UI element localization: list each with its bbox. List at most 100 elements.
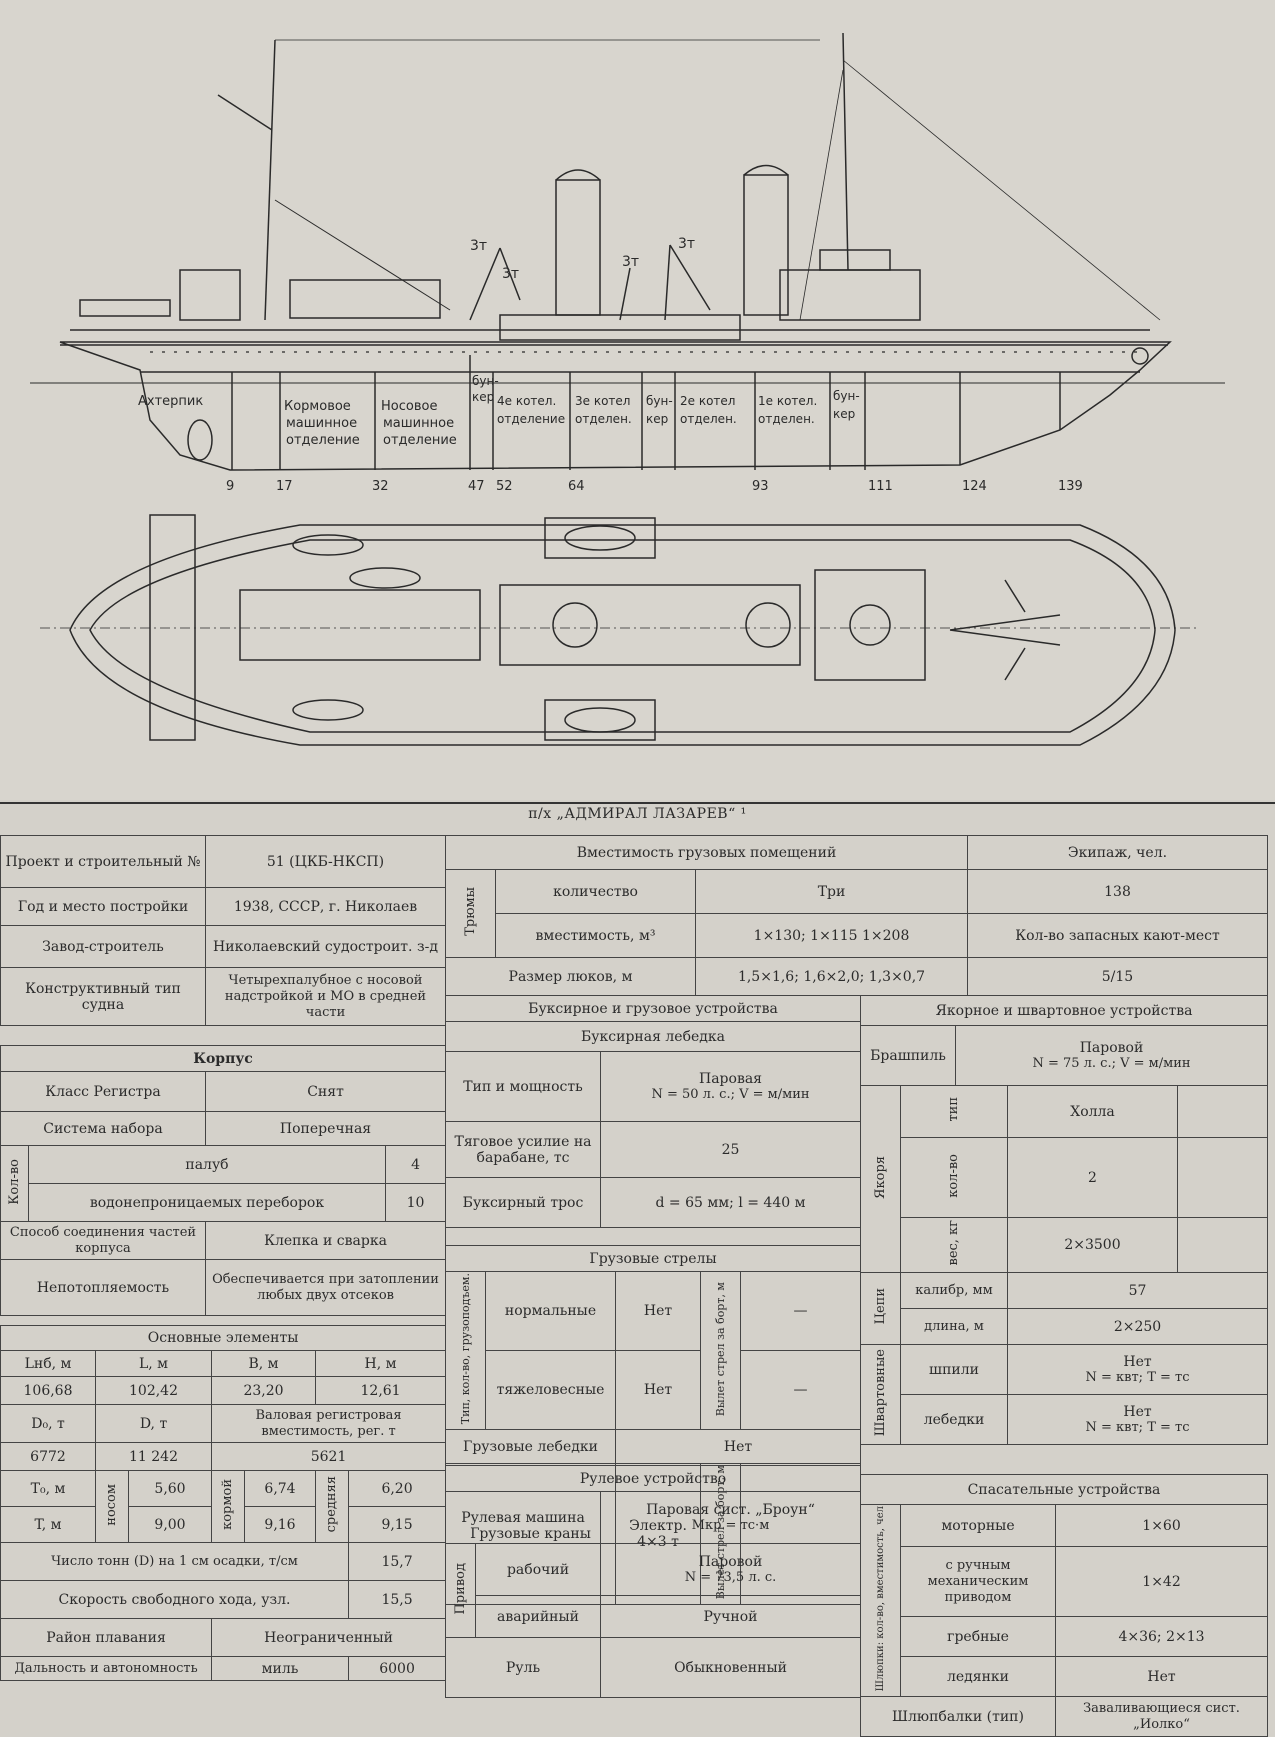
- d0-label: D₀, т: [0, 1404, 96, 1443]
- capstan-label: шпили: [900, 1344, 1008, 1395]
- holds-qty-value: Три: [694, 869, 969, 914]
- spare-label: Кол-во запасных кают-мест: [967, 913, 1268, 958]
- booms-title: Грузовые стрелы: [444, 1245, 862, 1272]
- frame-number: 47: [468, 479, 485, 494]
- booms-side-label: Тип, кол-во, грузоподъем.: [458, 1273, 472, 1425]
- count-label: Кол-во: [6, 1158, 22, 1205]
- anchor-table: Якорное и швартовное устройства Брашпиль…: [859, 995, 1269, 1445]
- drive-emerg-value: Ручной: [600, 1595, 861, 1638]
- anchor-qty-value: 2: [1007, 1137, 1178, 1218]
- capstan-power: N = квт; T = тс: [1085, 1369, 1190, 1385]
- cargo-winches-label: Грузовые лебедки: [445, 1429, 616, 1465]
- bow-label: носом: [104, 1483, 119, 1526]
- year-value: 1938, СССР, г. Николаев: [205, 887, 446, 926]
- range-label: Дальность и автономность: [0, 1656, 212, 1681]
- anchors-label: Якоря: [872, 1155, 888, 1199]
- d-label: D, т: [95, 1404, 212, 1443]
- heavy-value: Нет: [615, 1350, 701, 1431]
- boats-label: Шлюпки: кол-во, вместимость, чел: [874, 1506, 886, 1692]
- ice-boats-label: ледянки: [900, 1656, 1056, 1698]
- holds-qty-label: количество: [495, 869, 696, 914]
- type-label: Конструктивный тип судна: [0, 967, 206, 1026]
- elements-title: Основные элементы: [0, 1325, 447, 1351]
- joint-value: Клепка и сварка: [204, 1221, 447, 1260]
- windlass-label: Брашпиль: [860, 1025, 956, 1086]
- mid-label: средняя: [324, 1476, 339, 1533]
- rudder-label: Руль: [445, 1637, 601, 1698]
- row-boats-value: 4×36; 2×13: [1054, 1616, 1269, 1658]
- label-crane-2: 3т: [502, 266, 519, 282]
- chain-length-value: 2×250: [1006, 1308, 1269, 1345]
- tow-type-value: Паровая: [699, 1070, 763, 1087]
- reach-normal: —: [739, 1270, 862, 1352]
- t-stern: 9,16: [244, 1506, 316, 1543]
- lnb-label: Lнб, м: [0, 1350, 96, 1377]
- towing-table: Буксирное и грузовое устройства Буксирна…: [444, 995, 862, 1228]
- drive-work-label: рабочий: [475, 1543, 601, 1596]
- tons-value: 15,7: [347, 1542, 447, 1581]
- type-value: Четырехпалубное с носовой надстройкой и …: [205, 967, 446, 1026]
- hand-boats-label: с ручным механическим приводом: [900, 1546, 1056, 1618]
- davits-value: Заваливающиеся сист. „Иолко“: [1054, 1696, 1269, 1737]
- label-bunker-3: бун-кер: [833, 389, 860, 421]
- anchor-title: Якорное и швартовное устройства: [859, 995, 1269, 1026]
- mooring-winch-power: N = квт; T = тс: [1085, 1419, 1190, 1435]
- chain-caliber-label: калибр, мм: [900, 1272, 1008, 1309]
- page-title: п/х „АДМИРАЛ ЛАЗАРЕВ“ ¹: [528, 806, 747, 822]
- spare-value: 5/15: [967, 957, 1268, 996]
- tow-type-power: N = 50 л. с.; V = м/мин: [651, 1086, 810, 1102]
- t0-label: T₀, м: [0, 1470, 96, 1507]
- mooring-label: Швартовные: [872, 1348, 888, 1437]
- class-value: Снят: [204, 1071, 447, 1112]
- motor-boats-label: моторные: [900, 1503, 1056, 1548]
- hatch-value: 1,5×1,6; 1,6×2,0; 1,3×0,7: [694, 957, 969, 996]
- mooring-winch-value: Нет: [1123, 1403, 1152, 1420]
- tow-rope-value: d = 65 мм; l = 440 м: [599, 1177, 862, 1228]
- holds-cap-value: 1×130; 1×115 1×208: [694, 913, 969, 958]
- frame-number: 93: [752, 479, 769, 494]
- windlass-power: N = 75 л. с.; V = м/мин: [1032, 1055, 1191, 1071]
- bulkheads-label: водонепроницаемых переборок: [28, 1183, 386, 1222]
- anchor-type-label: тип: [946, 1097, 961, 1122]
- l-label: L, м: [95, 1350, 212, 1377]
- reach-label: Вылет стрел за борт, м: [713, 1281, 727, 1416]
- frame-number: 9: [226, 479, 234, 494]
- stern-label: кормой: [220, 1479, 235, 1530]
- tow-rope-label: Буксирный трос: [445, 1177, 601, 1228]
- crew-title: Экипаж, чел.: [967, 835, 1268, 870]
- cargo-winches-value: Нет: [614, 1429, 862, 1465]
- holds-cap-label: вместимость, м³: [495, 913, 696, 958]
- year-label: Год и место постройки: [0, 887, 206, 926]
- crew-value: 138: [967, 869, 1268, 914]
- speed-label: Скорость свободного хода, узл.: [0, 1580, 349, 1619]
- lifesaving-table: Спасательные устройства Шлюпки: кол-во, …: [859, 1474, 1269, 1737]
- heavy-label: тяжеловесные: [485, 1350, 616, 1431]
- drive-emerg-label: аварийный: [475, 1595, 601, 1638]
- rudder-value: Обыкновенный: [600, 1637, 861, 1698]
- framing-label: Система набора: [0, 1111, 206, 1146]
- frame-number: 139: [1058, 479, 1083, 494]
- tow-pull-label: Тяговое усилие на барабане, тс: [445, 1121, 601, 1178]
- frame-number: 124: [962, 479, 987, 494]
- anchor-weight-label: вес, кг: [946, 1220, 961, 1266]
- b-value: 23,20: [211, 1376, 316, 1405]
- d-value: 11 242: [95, 1442, 212, 1471]
- davits-label: Шлюпбалки (тип): [860, 1696, 1056, 1737]
- cargo-title: Вместимость грузовых помещений: [444, 835, 969, 870]
- steering-machine-value: Паровая сист. „Броун“: [646, 1501, 815, 1518]
- windlass-value: Паровой: [1079, 1039, 1144, 1056]
- holds-label: Трюмы: [462, 887, 478, 936]
- frame-number: 32: [372, 479, 389, 494]
- anchor-type-value: Холла: [1007, 1085, 1178, 1138]
- joint-label: Способ соединения частей корпуса: [0, 1221, 206, 1260]
- gross-value: 5621: [210, 1442, 447, 1471]
- d0-value: 6772: [0, 1442, 96, 1471]
- range-value: 6000: [347, 1656, 447, 1681]
- tons-label: Число тонн (D) на 1 см осадки, т/см: [0, 1542, 349, 1581]
